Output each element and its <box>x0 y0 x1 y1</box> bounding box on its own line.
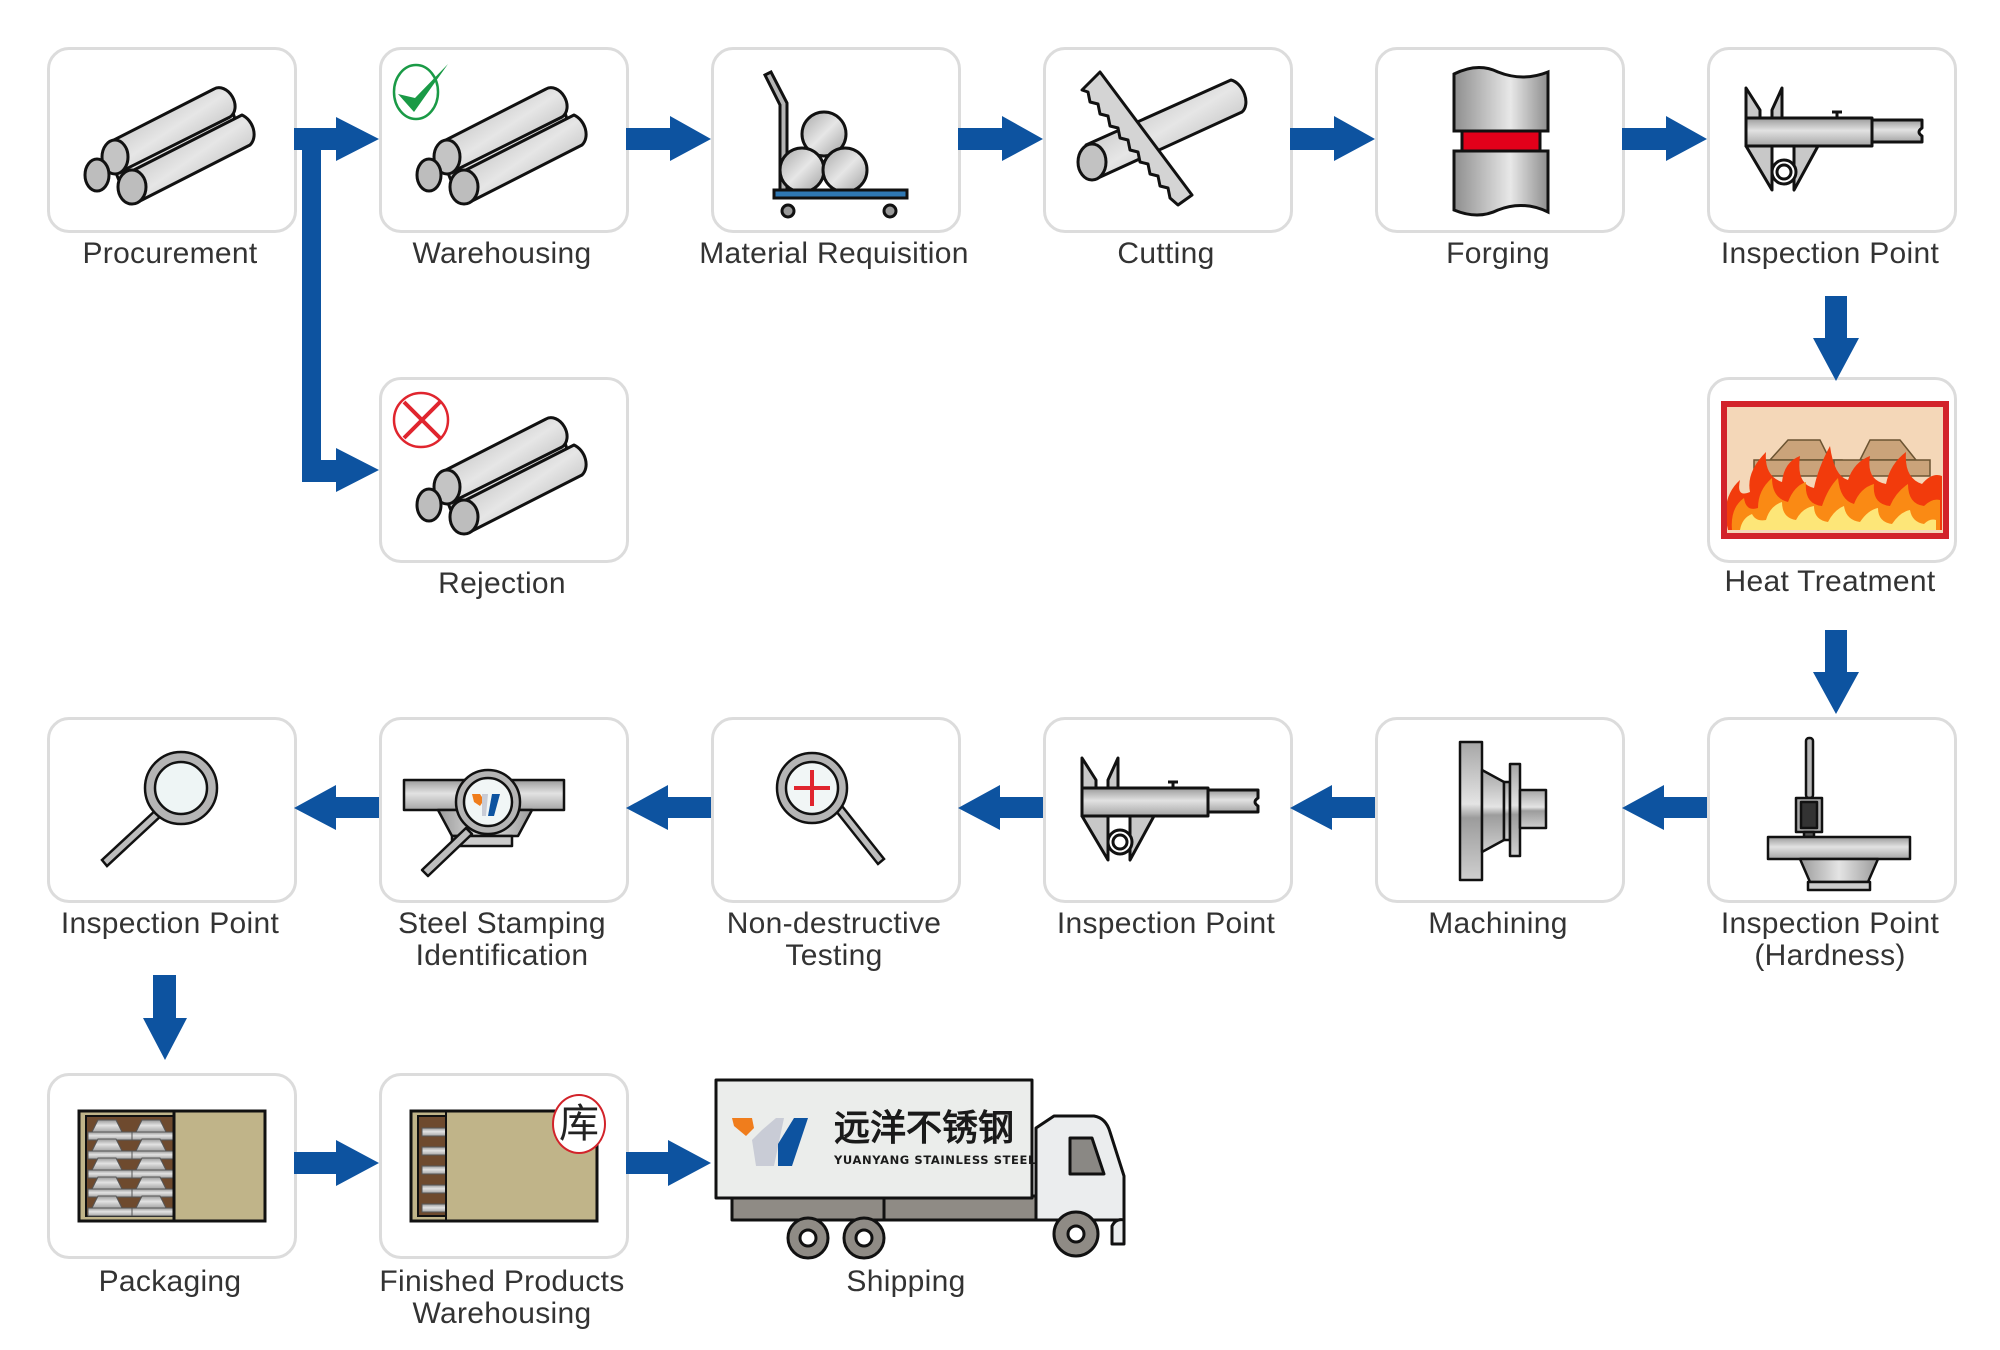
arrow-hardness-machining <box>1622 785 1707 830</box>
arrow-inspection-packaging <box>143 975 187 1060</box>
step-inspection-point-3[interactable] <box>47 717 297 903</box>
hardness-tester-icon <box>1766 736 1912 892</box>
hand-truck-icon <box>762 69 909 219</box>
stamp-magnifier-icon <box>402 768 566 878</box>
arrow-warehousing-requisition <box>626 116 711 161</box>
check-icon <box>392 63 448 121</box>
arrow-stamping-inspection <box>294 785 379 830</box>
step-warehousing[interactable] <box>379 47 629 233</box>
truck-brand-cn: 远洋不锈钢 <box>834 1108 1014 1149</box>
step-label-line2: (Hardness) <box>1754 939 1906 972</box>
truck-brand-en: YUANYANG STAINLESS STEEL <box>833 1153 1036 1167</box>
step-label: Rejection <box>438 567 566 600</box>
packing-box-icon <box>77 1109 267 1223</box>
step-label-line1: Inspection Point <box>1720 907 1940 940</box>
step-inspection-point-hardness[interactable] <box>1707 717 1957 903</box>
flange-icon <box>1458 740 1548 882</box>
step-label: Cutting <box>1117 237 1215 270</box>
step-procurement[interactable] <box>47 47 297 233</box>
arrow-requisition-cutting <box>958 116 1043 161</box>
step-machining[interactable] <box>1375 717 1625 903</box>
arrow-packaging-finished <box>294 1140 379 1186</box>
step-label-line2: Testing <box>785 939 883 972</box>
step-inspection-point-1[interactable] <box>1707 47 1957 233</box>
cross-icon <box>392 391 450 449</box>
furnace-icon <box>1721 401 1949 539</box>
step-label-line2: Identification <box>415 939 589 972</box>
step-label: Shipping <box>846 1265 966 1298</box>
step-label-line1: Finished Products <box>379 1265 625 1298</box>
arrow-machining-inspection <box>1290 785 1375 830</box>
step-label: Material Requisition <box>699 237 969 270</box>
step-shipping[interactable]: 远洋不锈钢 YUANYANG STAINLESS STEEL <box>714 1078 1126 1264</box>
step-finished-products-warehousing[interactable]: 库 <box>379 1073 629 1259</box>
step-non-destructive-testing[interactable] <box>711 717 961 903</box>
step-forging[interactable] <box>1375 47 1625 233</box>
step-cutting[interactable] <box>1043 47 1293 233</box>
step-label-line1: Steel Stamping <box>398 907 606 940</box>
step-label: Inspection Point <box>1720 237 1940 270</box>
step-label-line2: Warehousing <box>412 1297 592 1330</box>
arrow-inspection-heat <box>1813 296 1859 381</box>
step-rejection[interactable] <box>379 377 629 563</box>
arrow-heat-hardness <box>1813 630 1859 714</box>
step-label: Forging <box>1446 237 1550 270</box>
step-material-requisition[interactable] <box>711 47 961 233</box>
step-inspection-point-2[interactable] <box>1043 717 1293 903</box>
step-steel-stamping[interactable] <box>379 717 629 903</box>
arrow-inspection-ndt <box>958 785 1043 830</box>
saw-cutting-icon <box>1076 70 1248 207</box>
step-label: Heat Treatment <box>1724 565 1936 598</box>
step-label: Inspection Point <box>60 907 280 940</box>
step-packaging[interactable] <box>47 1073 297 1259</box>
arrow-procurement-warehousing <box>294 117 379 492</box>
warehouse-badge: 库 <box>552 1094 606 1154</box>
magnifier-plus-icon <box>775 751 886 866</box>
step-label: Packaging <box>98 1265 242 1298</box>
truck-icon: 远洋不锈钢 YUANYANG STAINLESS STEEL <box>714 1078 1126 1260</box>
arrow-ndt-stamping <box>626 785 711 830</box>
step-label: Inspection Point <box>1056 907 1276 940</box>
caliper-icon <box>1080 756 1260 862</box>
arrow-cutting-forging <box>1290 116 1375 161</box>
step-label: Machining <box>1428 907 1568 940</box>
step-label: Procurement <box>82 237 258 270</box>
magnifier-icon <box>100 750 219 868</box>
arrow-forging-inspection <box>1622 116 1707 161</box>
step-label: Warehousing <box>412 237 592 270</box>
step-heat-treatment[interactable] <box>1707 377 1957 563</box>
forging-icon <box>1452 66 1550 217</box>
step-label-line1: Non-destructive <box>726 907 942 940</box>
caliper-icon <box>1744 86 1924 192</box>
arrow-finished-shipping <box>626 1140 711 1186</box>
